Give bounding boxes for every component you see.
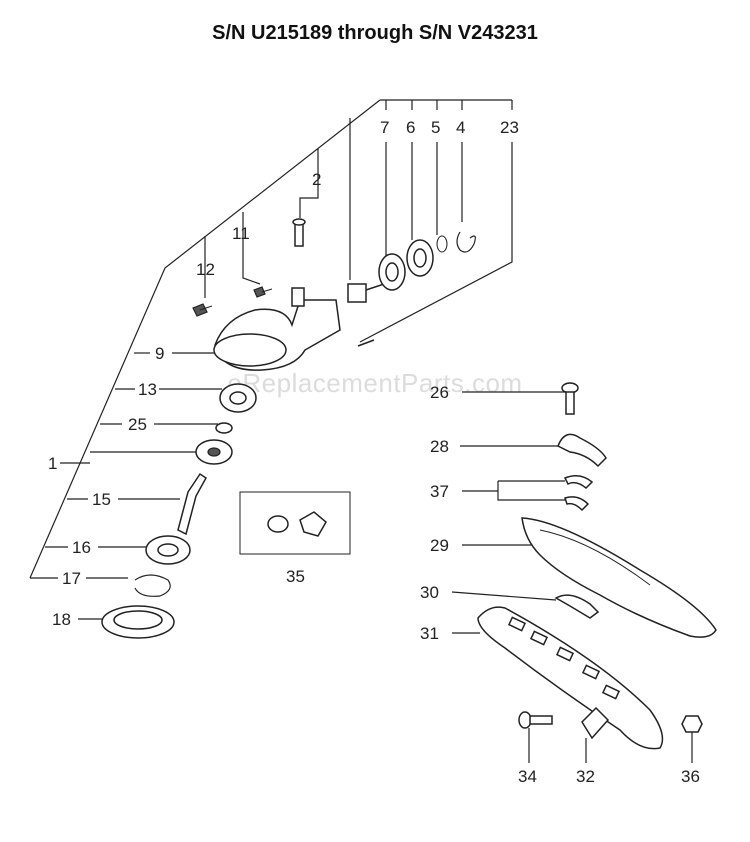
callout-5: 5 bbox=[431, 118, 440, 137]
callout-18: 18 bbox=[52, 610, 71, 629]
gear-kit-box bbox=[239, 491, 351, 555]
callout-28: 28 bbox=[430, 437, 449, 456]
callout-labels: 7 6 5 4 23 2 11 12 9 13 25 1 15 16 17 18… bbox=[48, 118, 700, 786]
callout-11: 11 bbox=[232, 224, 250, 243]
callout-13: 13 bbox=[138, 380, 157, 399]
callout-6: 6 bbox=[406, 118, 415, 137]
callout-29: 29 bbox=[430, 536, 449, 555]
callout-16: 16 bbox=[72, 538, 91, 557]
callout-15: 15 bbox=[92, 490, 111, 509]
callout-4: 4 bbox=[456, 118, 465, 137]
callout-37: 37 bbox=[430, 482, 449, 501]
callout-7: 7 bbox=[380, 118, 389, 137]
callout-31: 31 bbox=[420, 624, 439, 643]
callout-34: 34 bbox=[518, 767, 537, 786]
callout-2: 2 bbox=[312, 170, 321, 189]
callout-36: 36 bbox=[681, 767, 700, 786]
callout-23: 23 bbox=[500, 118, 519, 137]
diagram-title: S/N U215189 through S/N V243231 bbox=[212, 22, 538, 44]
callout-26: 26 bbox=[430, 383, 449, 402]
callout-32: 32 bbox=[576, 767, 595, 786]
callout-9: 9 bbox=[155, 344, 164, 363]
callout-35: 35 bbox=[286, 567, 305, 586]
gearcase-assembly bbox=[101, 218, 476, 639]
callout-25: 25 bbox=[128, 415, 147, 434]
callout-30: 30 bbox=[420, 583, 439, 602]
callout-12: 12 bbox=[196, 260, 215, 279]
watermark: eReplacementParts.com bbox=[227, 368, 523, 398]
leader-lines bbox=[29, 99, 693, 763]
callout-1: 1 bbox=[48, 454, 57, 473]
guard-assembly bbox=[477, 382, 717, 750]
callout-17: 17 bbox=[62, 569, 81, 588]
